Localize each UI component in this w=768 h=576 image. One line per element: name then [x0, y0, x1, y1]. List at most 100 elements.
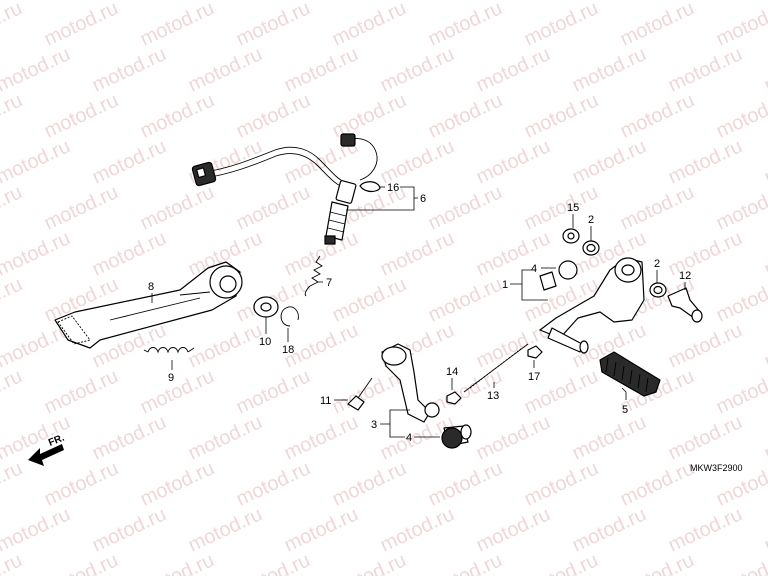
watermark-text: motod.ru — [761, 319, 768, 372]
callout-16: 16 — [387, 182, 399, 194]
watermark-text: motod.ru — [761, 503, 768, 556]
stop-switch-harness — [191, 133, 378, 245]
watermark-text: motod.ru — [233, 365, 314, 418]
watermark-text: motod.ru — [521, 549, 602, 576]
watermark-text: motod.ru — [377, 227, 458, 280]
watermark-text: motod.ru — [329, 549, 410, 576]
washer-part — [253, 296, 279, 318]
watermark-text: motod.ru — [41, 457, 122, 510]
watermark-text: motod.ru — [473, 503, 554, 556]
watermark-text: motod.ru — [665, 227, 746, 280]
watermark-text: motod.ru — [281, 503, 362, 556]
watermark-text: motod.ru — [137, 181, 218, 234]
watermark-text: motod.ru — [617, 89, 698, 142]
return-spring — [143, 347, 195, 354]
watermark-text: motod.ru — [137, 549, 218, 576]
watermark-text: motod.ru — [0, 273, 26, 326]
watermark-text: motod.ru — [521, 89, 602, 142]
leader-lines — [151, 186, 686, 438]
watermark-text: motod.ru — [281, 227, 362, 280]
watermark-text: motod.ru — [137, 89, 218, 142]
watermark-text: motod.ru — [569, 503, 650, 556]
bolt-part — [347, 377, 373, 411]
callout-10: 10 — [259, 336, 271, 348]
callout-5: 5 — [622, 404, 628, 416]
watermark-text: motod.ru — [233, 549, 314, 576]
watermark-text: motod.ru — [0, 43, 74, 96]
watermark-text: motod.ru — [761, 43, 768, 96]
watermark-text: motod.ru — [0, 457, 26, 510]
watermark-text: motod.ru — [665, 43, 746, 96]
callout-3: 3 — [371, 419, 377, 431]
watermark-text: motod.ru — [473, 135, 554, 188]
watermark-text: motod.ru — [425, 457, 506, 510]
callout-15: 15 — [567, 202, 579, 214]
small-washer-part — [562, 228, 580, 244]
watermark-text: motod.ru — [761, 227, 768, 280]
tie-rod — [463, 343, 529, 393]
callout-4-lower: 4 — [406, 432, 412, 444]
watermark-text: motod.ru — [473, 227, 554, 280]
shift-arm-assembly — [381, 343, 472, 449]
callout-8: 8 — [148, 281, 154, 293]
watermark-text: motod.ru — [137, 365, 218, 418]
watermark-text: motod.ru — [713, 365, 768, 418]
watermark-text: motod.ru — [233, 457, 314, 510]
pivot-bolt-part — [667, 287, 703, 323]
watermark-text: motod.ru — [665, 135, 746, 188]
clip-part — [359, 181, 381, 193]
callout-2-upper: 2 — [588, 214, 594, 226]
watermark-text: motod.ru — [0, 0, 26, 51]
watermark-text: motod.ru — [425, 549, 506, 576]
diagram-code: MKW3F2900 — [690, 463, 743, 473]
watermark-text: motod.ru — [713, 273, 768, 326]
watermark-text: motod.ru — [0, 365, 26, 418]
watermark-text: motod.ru — [425, 273, 506, 326]
circlip-part — [280, 306, 299, 327]
watermark-text: motod.ru — [665, 411, 746, 464]
watermark-text: motod.ru — [281, 43, 362, 96]
watermark-text: motod.ru — [761, 135, 768, 188]
callout-2-right: 2 — [654, 258, 660, 270]
watermark-text: motod.ru — [0, 89, 26, 142]
callout-11: 11 — [320, 395, 331, 407]
watermark-text: motod.ru — [0, 181, 26, 234]
watermark-text: motod.ru — [233, 89, 314, 142]
watermark-text: motod.ru — [137, 457, 218, 510]
watermark-text: motod.ru — [329, 457, 410, 510]
watermark-text: motod.ru — [617, 0, 698, 51]
watermark-text: motod.ru — [233, 0, 314, 51]
watermark-text: motod.ru — [41, 0, 122, 51]
watermark-text: motod.ru — [473, 411, 554, 464]
watermark-text: motod.ru — [41, 549, 122, 576]
watermark-text: motod.ru — [89, 227, 170, 280]
watermark-text: motod.ru — [329, 273, 410, 326]
watermark-text: motod.ru — [377, 43, 458, 96]
callout-7: 7 — [326, 277, 332, 289]
watermark-text: motod.ru — [425, 89, 506, 142]
watermark-text: motod.ru — [713, 549, 768, 576]
callout-1: 1 — [502, 279, 508, 291]
watermark-text: motod.ru — [185, 411, 266, 464]
watermark-text: motod.ru — [89, 503, 170, 556]
callout-13: 13 — [487, 390, 499, 402]
watermark-text: motod.ru — [713, 89, 768, 142]
nut-part — [446, 391, 462, 405]
watermark-text: motod.ru — [521, 181, 602, 234]
watermark-text: motod.ru — [377, 135, 458, 188]
callout-labels: 16 6 7 8 9 10 18 15 2 4 1 2 12 5 11 14 1… — [148, 182, 691, 444]
watermark-text: motod.ru — [89, 43, 170, 96]
watermark-text: motod.ru — [137, 0, 218, 51]
watermark-text: motod.ru — [0, 227, 74, 280]
watermark-text: motod.ru — [0, 503, 74, 556]
watermark-text: motod.ru — [521, 457, 602, 510]
dust-seal-part-right — [649, 282, 667, 298]
watermark-text: motod.ru — [41, 181, 122, 234]
switch-spring — [304, 255, 323, 297]
callout-6: 6 — [420, 193, 426, 205]
watermark-text: motod.ru — [665, 503, 746, 556]
watermark-text: motod.ru — [41, 365, 122, 418]
watermark-text: motod.ru — [569, 135, 650, 188]
